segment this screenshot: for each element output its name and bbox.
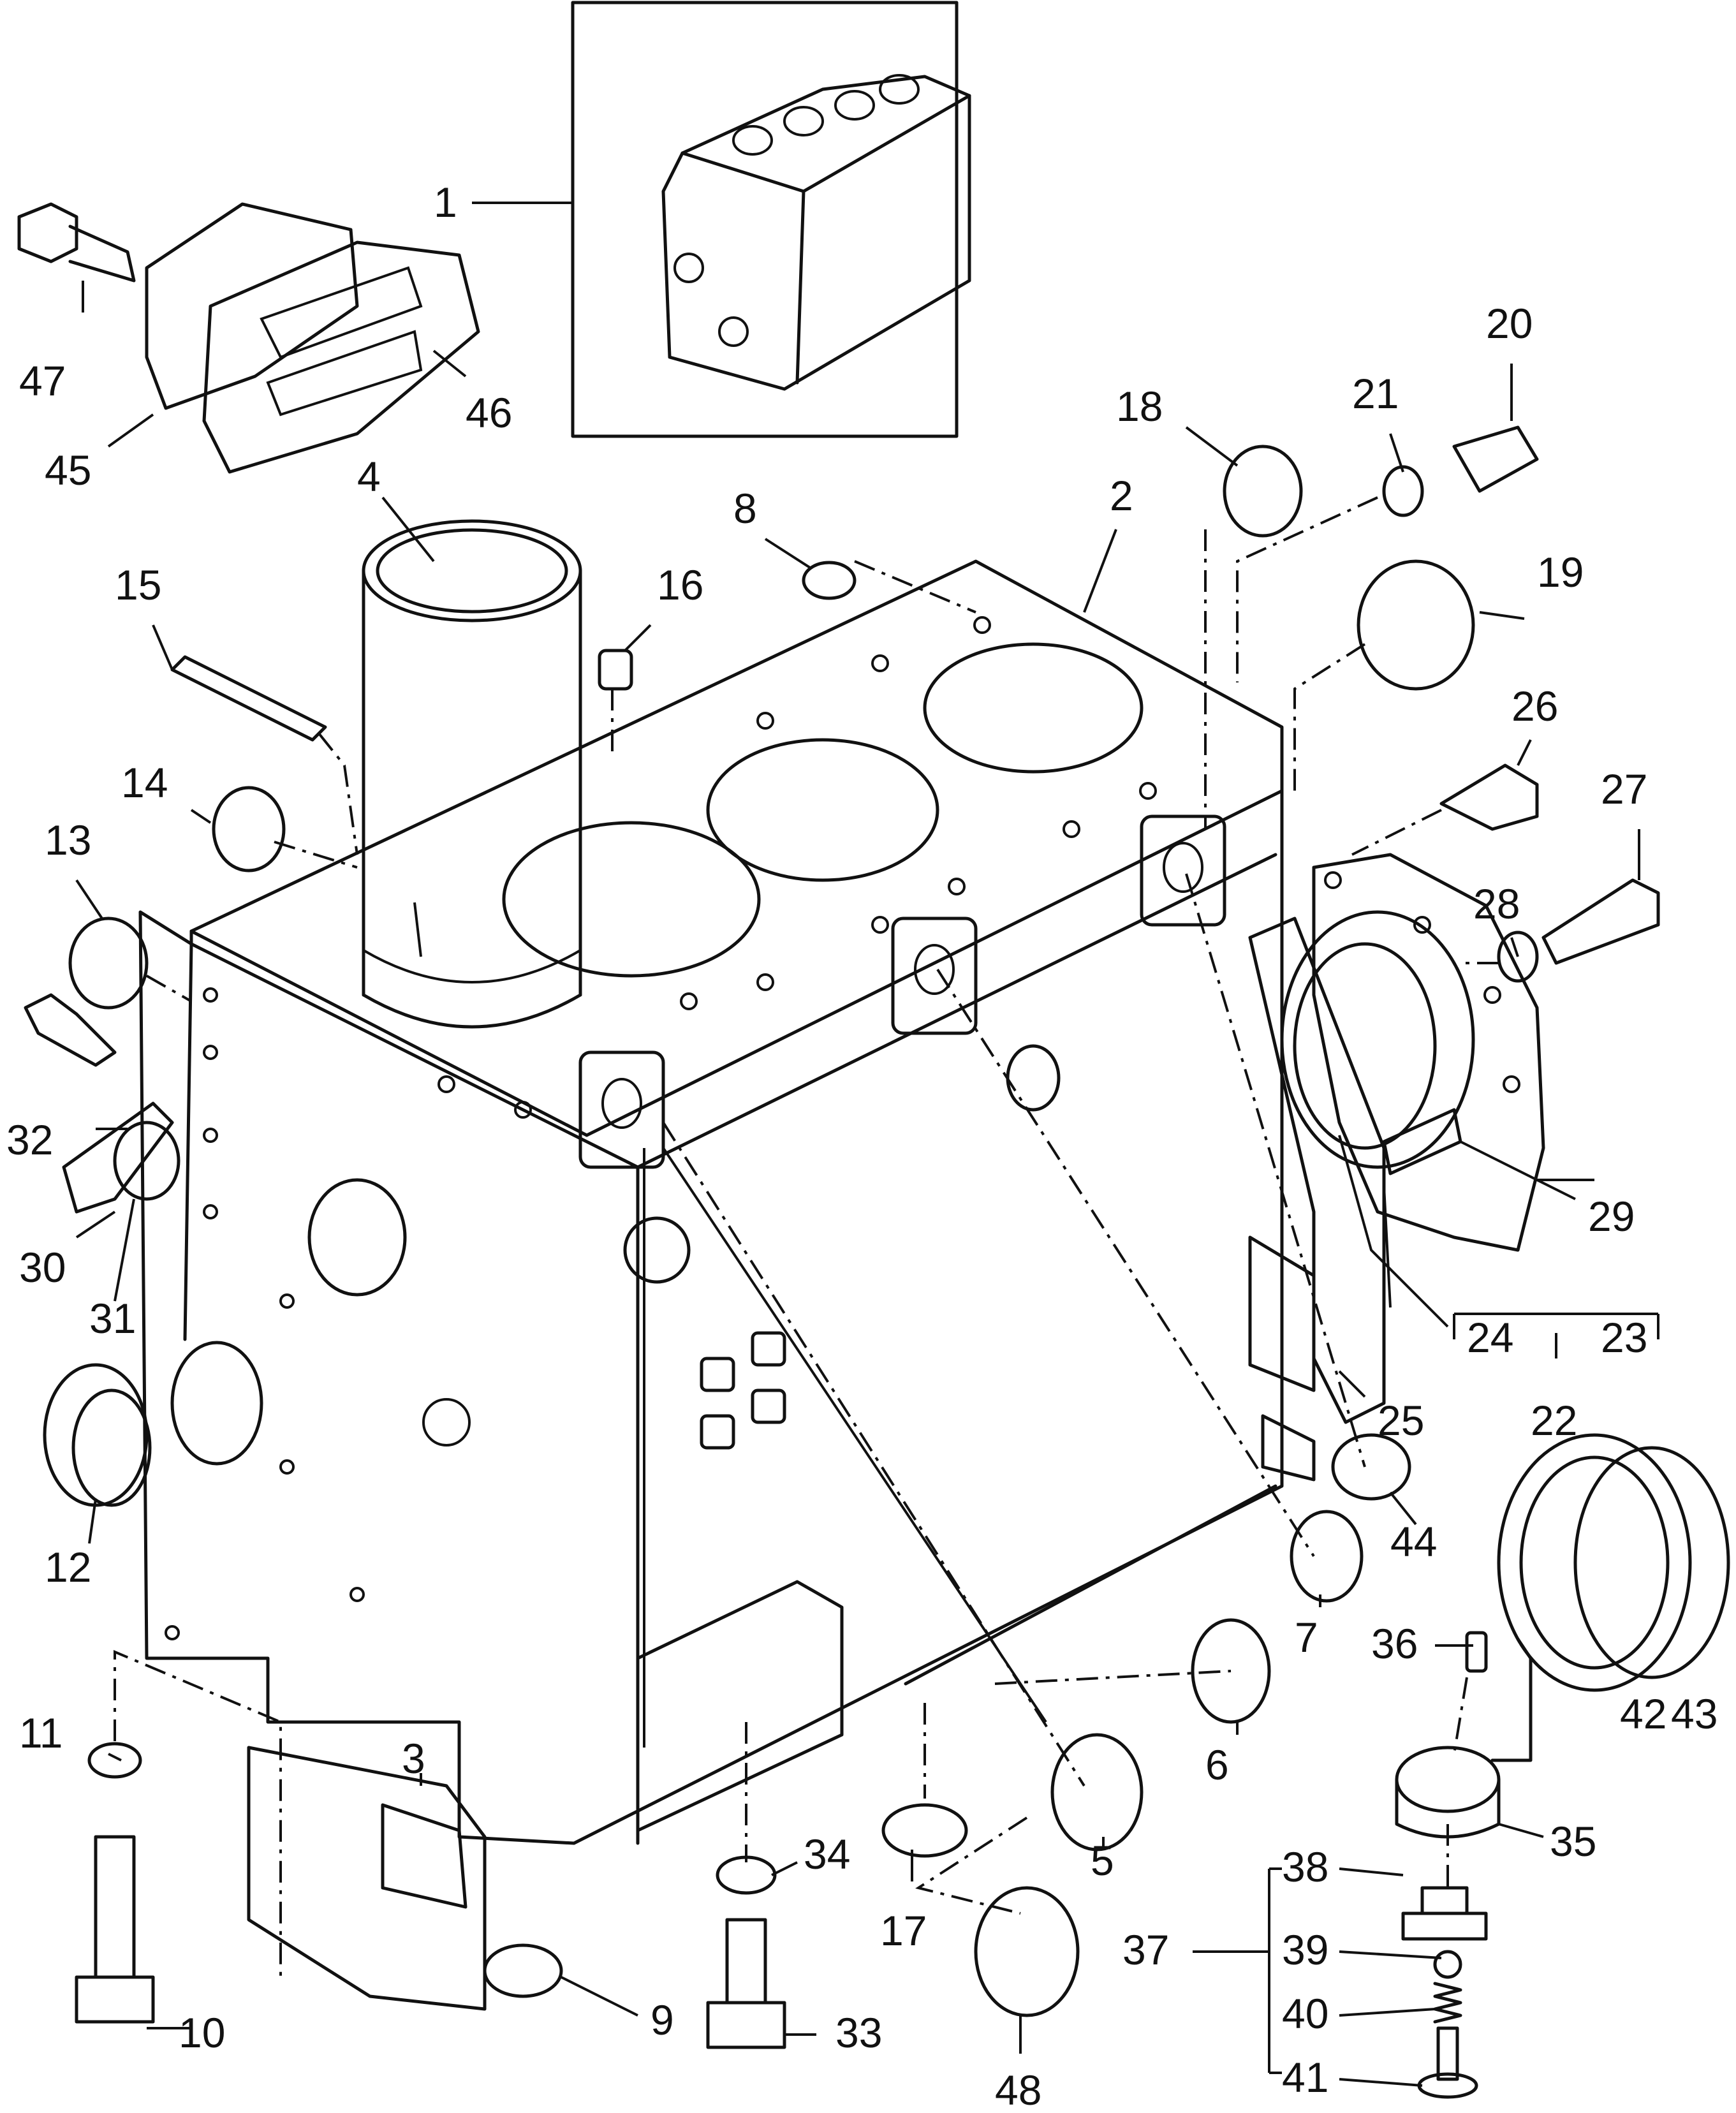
callout-19: 19: [1537, 548, 1584, 596]
callout-20: 20: [1486, 300, 1533, 347]
callout-6: 6: [1205, 1741, 1229, 1788]
leader-lines: [75, 202, 1659, 2087]
callout-23: 23: [1601, 1314, 1647, 1361]
assembly-lines: [114, 496, 1499, 1977]
callout-2: 2: [1110, 472, 1133, 519]
cylinder-block: [138, 559, 1316, 1845]
manifold-gasket-and-plate: [145, 202, 480, 474]
callout-15: 15: [115, 561, 161, 608]
callout-17: 17: [880, 1907, 927, 1954]
rear-seal-housing: [1248, 853, 1545, 1424]
callout-18: 18: [1116, 383, 1163, 430]
callout-9: 9: [651, 1996, 674, 2043]
callout-39: 39: [1282, 1926, 1328, 1973]
callout-47: 47: [19, 357, 66, 404]
callout-35: 35: [1550, 1818, 1596, 1865]
callout-12: 12: [45, 1543, 91, 1591]
callout-33: 33: [835, 2009, 882, 2056]
callout-30: 30: [19, 1244, 66, 1291]
inset-engine-assembly: [571, 1, 971, 438]
callout-13: 13: [45, 816, 91, 864]
callout-26: 26: [1512, 682, 1558, 730]
callout-40: 40: [1282, 1990, 1328, 2037]
callout-31: 31: [89, 1295, 136, 1342]
callout-36: 36: [1371, 1620, 1418, 1667]
callout-28: 28: [1473, 880, 1520, 927]
callout-11: 11: [19, 1709, 63, 1756]
callout-44: 44: [1390, 1518, 1437, 1565]
callout-22: 22: [1531, 1397, 1577, 1444]
callout-48: 48: [995, 2066, 1041, 2113]
callout-8: 8: [733, 485, 757, 532]
callout-5: 5: [1091, 1837, 1114, 1884]
bolt-47: [17, 202, 136, 283]
callout-43: 43: [1671, 1690, 1718, 1737]
callout-41: 41: [1282, 2054, 1328, 2101]
callout-1: 1: [434, 179, 457, 226]
callout-38: 38: [1282, 1843, 1328, 1890]
callout-labels: 1 2 3 4 5 6 7 8 9 10 11 12 13 14 15 16 1…: [6, 179, 1718, 2113]
callout-7: 7: [1295, 1614, 1318, 1661]
callout-37: 37: [1122, 1926, 1169, 1973]
callout-46: 46: [466, 389, 512, 436]
small-parts: [24, 425, 1730, 2099]
callout-14: 14: [121, 759, 168, 806]
callout-16: 16: [657, 561, 703, 608]
callout-24: 24: [1467, 1314, 1513, 1361]
callout-21: 21: [1352, 370, 1399, 417]
callout-34: 34: [804, 1830, 850, 1878]
callout-3: 3: [402, 1735, 425, 1782]
callout-45: 45: [45, 446, 91, 494]
callout-27: 27: [1601, 765, 1647, 813]
callout-25: 25: [1378, 1397, 1424, 1444]
callout-4: 4: [357, 453, 381, 500]
callout-29: 29: [1588, 1193, 1635, 1240]
callout-42: 42: [1620, 1690, 1666, 1737]
cylinder-liner: [362, 519, 582, 1029]
callout-32: 32: [6, 1116, 53, 1163]
callout-10: 10: [179, 2009, 225, 2056]
